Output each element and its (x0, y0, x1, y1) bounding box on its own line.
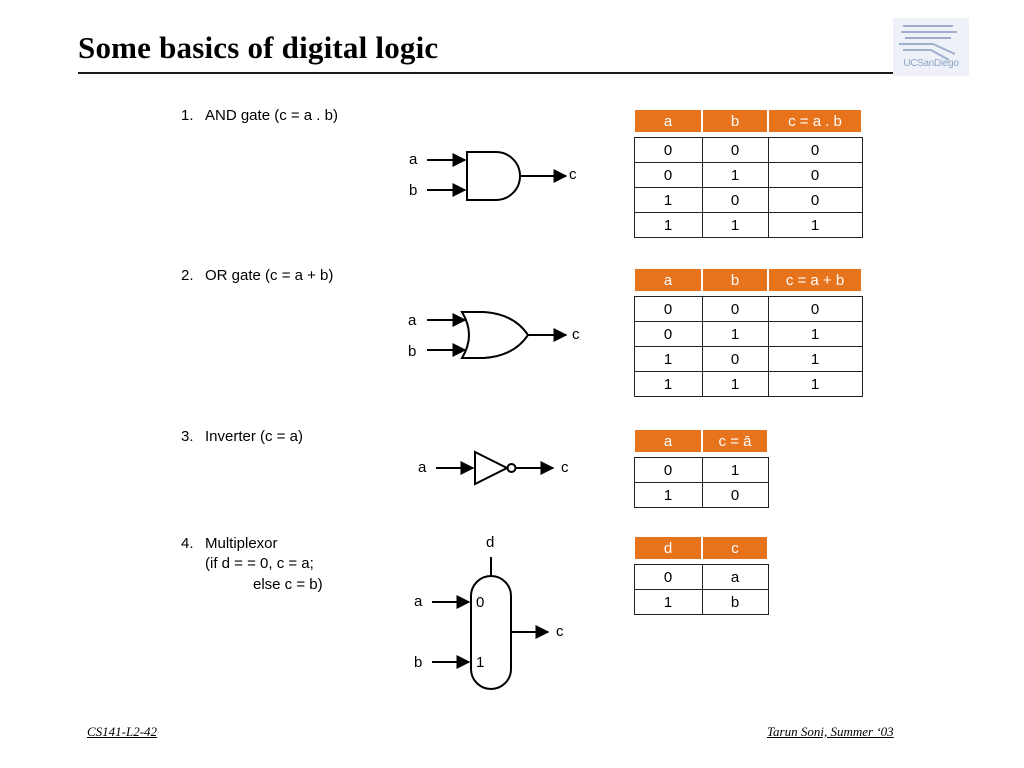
section-or-label: 2.OR gate (c = a + b) (181, 267, 334, 284)
table-cell: b (701, 589, 769, 615)
table-header-cell: d (633, 537, 703, 559)
table-header-cell: c = ā (701, 430, 769, 452)
footer-author: Tarun Soni, Summer ‘03 (767, 724, 894, 739)
table-cell: 1 (633, 187, 703, 213)
inverter-bubble (506, 463, 517, 473)
and-input-b-label: b (409, 182, 418, 199)
and-input-a-label: a (409, 151, 418, 168)
table-header-row: a c = ā (633, 430, 769, 452)
table-cell: 1 (701, 321, 769, 347)
section-inverter-label: 3.Inverter (c = a) (181, 428, 303, 445)
table-header-cell: a (633, 110, 703, 132)
section-mux-label: 4.Multiplexor (181, 535, 278, 552)
mux-input-a-label: a (414, 593, 423, 610)
title-divider (78, 72, 950, 74)
page-title: Some basics of digital logic (78, 30, 439, 65)
table-cell: 1 (701, 457, 769, 483)
and-gate-symbol (466, 151, 521, 201)
table-cell: 1 (633, 482, 703, 508)
table-cell: 1 (767, 346, 863, 372)
table-cell: 0 (701, 482, 769, 508)
and-output-label: c (569, 166, 577, 183)
table-cell: 1 (767, 371, 863, 397)
table-cell: a (701, 564, 769, 590)
or-input-b-label: b (408, 343, 417, 360)
mux-input-b-label: b (414, 654, 423, 671)
table-cell: 1 (701, 212, 769, 238)
mux-port-1-label: 1 (476, 654, 485, 671)
table-cell: 0 (701, 137, 769, 163)
table-cell: 0 (701, 187, 769, 213)
table-header-cell: c = a . b (767, 110, 863, 132)
logo-wordmark: UCSanDiego (903, 58, 959, 69)
table-cell: 0 (701, 346, 769, 372)
inverter-output-label: c (561, 459, 569, 476)
table-cell: 0 (633, 162, 703, 188)
table-cell: 0 (633, 564, 703, 590)
table-cell: 1 (767, 321, 863, 347)
table-header-row: a b c = a . b (633, 110, 863, 132)
table-cell: 0 (633, 296, 703, 322)
table-cell: 0 (633, 137, 703, 163)
inverter-input-label: a (418, 459, 427, 476)
mux-port-0-label: 0 (476, 594, 485, 611)
table-header-cell: c (701, 537, 769, 559)
inverter-triangle (474, 450, 510, 486)
or-gate-symbol (460, 311, 530, 359)
table-header-cell: c = a + b (767, 269, 863, 291)
table-header-cell: a (633, 430, 703, 452)
table-header-cell: b (701, 269, 769, 291)
table-cell: 1 (701, 162, 769, 188)
table-header-row: d c (633, 537, 769, 559)
mux-body (470, 575, 512, 690)
table-cell: 0 (767, 137, 863, 163)
table-cell: 1 (767, 212, 863, 238)
mux-output-label: c (556, 623, 564, 640)
section-and-label: 1.AND gate (c = a . b) (181, 107, 338, 124)
table-header-row: a b c = a + b (633, 269, 863, 291)
footer-course-id: CS141-L2-42 (87, 724, 158, 739)
table-cell: 0 (701, 296, 769, 322)
table-cell: 0 (767, 296, 863, 322)
mux-condition-line: (if d = = 0, c = a; (205, 555, 314, 572)
table-header-cell: a (633, 269, 703, 291)
or-output-label: c (572, 326, 580, 343)
table-cell: 1 (633, 346, 703, 372)
ucsd-logo-icon (893, 18, 969, 76)
mux-select-label: d (486, 534, 495, 551)
table-cell: 0 (633, 457, 703, 483)
table-cell: 1 (633, 589, 703, 615)
table-header-cell: b (701, 110, 769, 132)
mux-else-line: else c = b) (253, 576, 323, 593)
table-cell: 1 (701, 371, 769, 397)
table-cell: 0 (767, 187, 863, 213)
table-cell: 0 (633, 321, 703, 347)
table-cell: 0 (767, 162, 863, 188)
table-cell: 1 (633, 371, 703, 397)
table-cell: 1 (633, 212, 703, 238)
or-input-a-label: a (408, 312, 417, 329)
